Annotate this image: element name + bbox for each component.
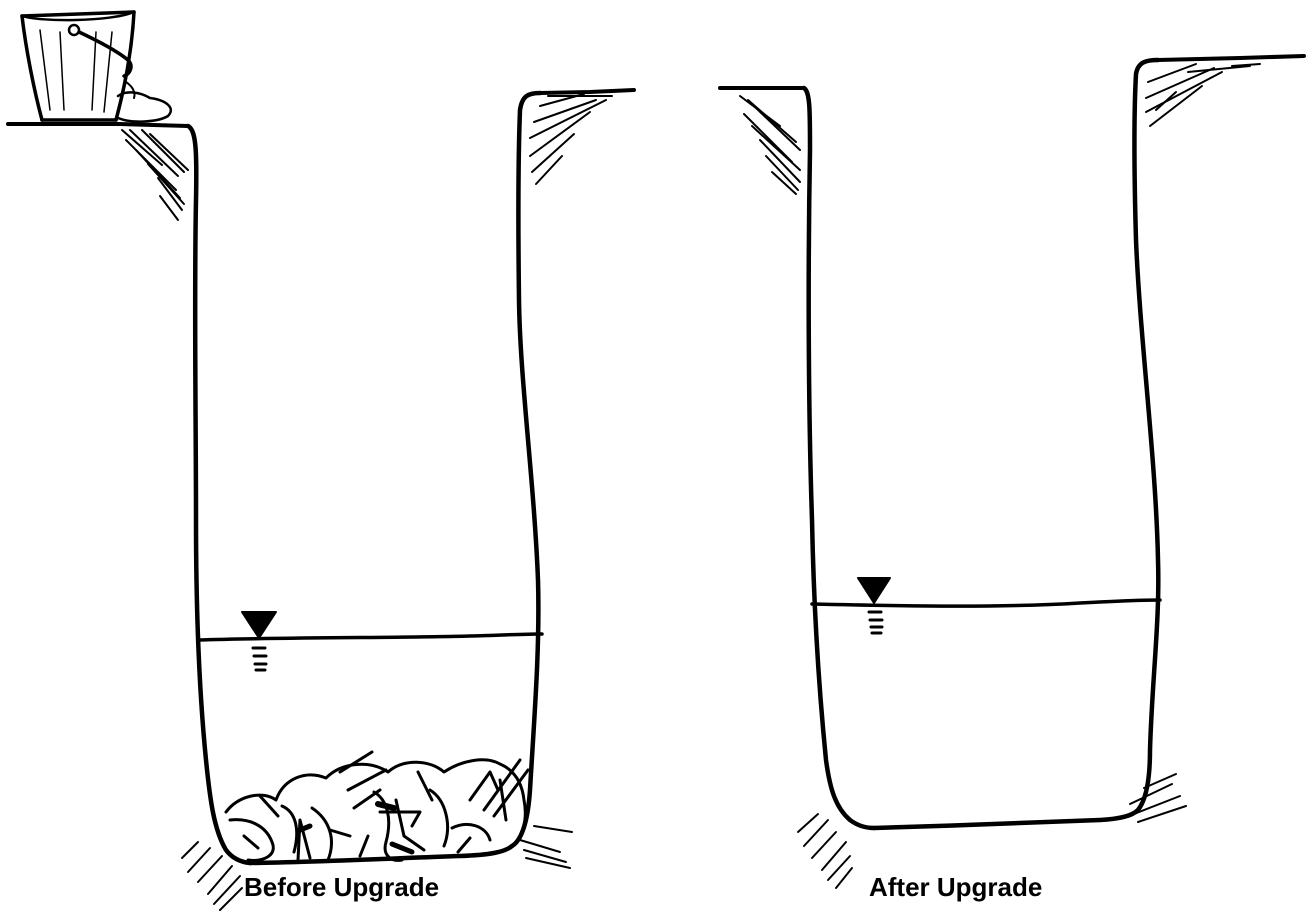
well-before (8, 12, 634, 910)
well-after (720, 56, 1304, 888)
soil-hatching-after (740, 64, 1260, 888)
water-level-marker-icon (242, 612, 276, 670)
ground-right-before (540, 90, 634, 93)
caption-after-upgrade: After Upgrade (869, 872, 1042, 903)
well-bottom-after (874, 810, 1138, 828)
water-line-before (198, 634, 542, 640)
caption-before-upgrade: Before Upgrade (244, 872, 439, 903)
well-wall-right-after (1135, 60, 1159, 810)
ground-right-after (1158, 56, 1304, 60)
well-bottom-before (250, 846, 512, 863)
well-wall-left-after (804, 88, 874, 828)
water-line-after (812, 600, 1160, 606)
ground-left-before (8, 124, 188, 126)
debris-pile (226, 752, 528, 860)
well-wall-right-before (512, 93, 540, 846)
bucket-icon (22, 12, 171, 122)
well-wall-left-before (188, 126, 250, 863)
